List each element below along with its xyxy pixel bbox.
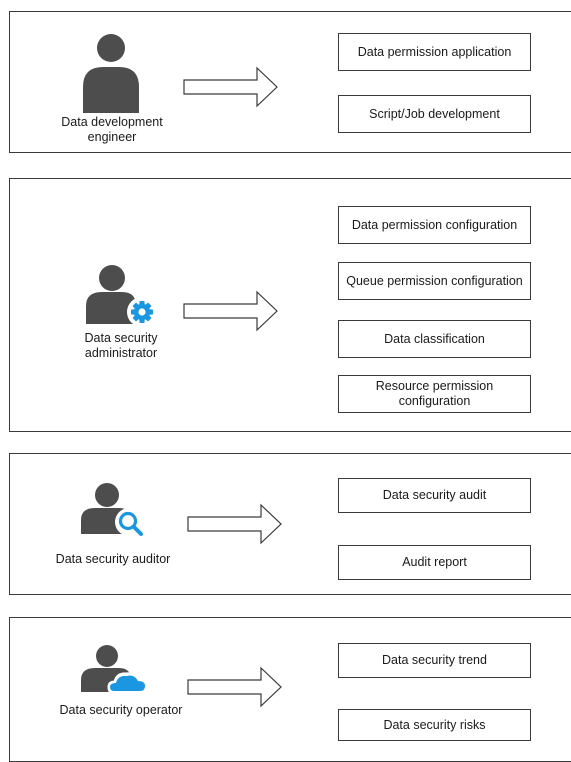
person-icon (83, 34, 139, 113)
task-box: Data security audit (338, 478, 531, 513)
task-box: Data classification (338, 320, 531, 358)
task-box: Resource permission configuration (338, 375, 531, 413)
task-box: Data security trend (338, 643, 531, 678)
role-label: Data security operator (59, 703, 183, 717)
arrow-icon (187, 666, 282, 708)
task-box: Data permission application (338, 33, 531, 71)
role-label: Data security auditor (55, 552, 171, 566)
arrow-icon (183, 290, 278, 332)
arrow-icon (183, 66, 278, 108)
arrow-icon (187, 503, 282, 545)
task-box: Audit report (338, 545, 531, 580)
person-gear-icon (86, 265, 157, 327)
task-box: Queue permission configuration (338, 262, 531, 300)
role-label: Data development engineer (61, 115, 163, 144)
task-box: Data permission configuration (338, 206, 531, 244)
role-label: Data security administrator (84, 331, 158, 360)
task-box: Data security risks (338, 709, 531, 741)
task-box: Script/Job development (338, 95, 531, 133)
person-cloud-icon (81, 645, 149, 694)
person-magnifier-icon (81, 483, 143, 536)
